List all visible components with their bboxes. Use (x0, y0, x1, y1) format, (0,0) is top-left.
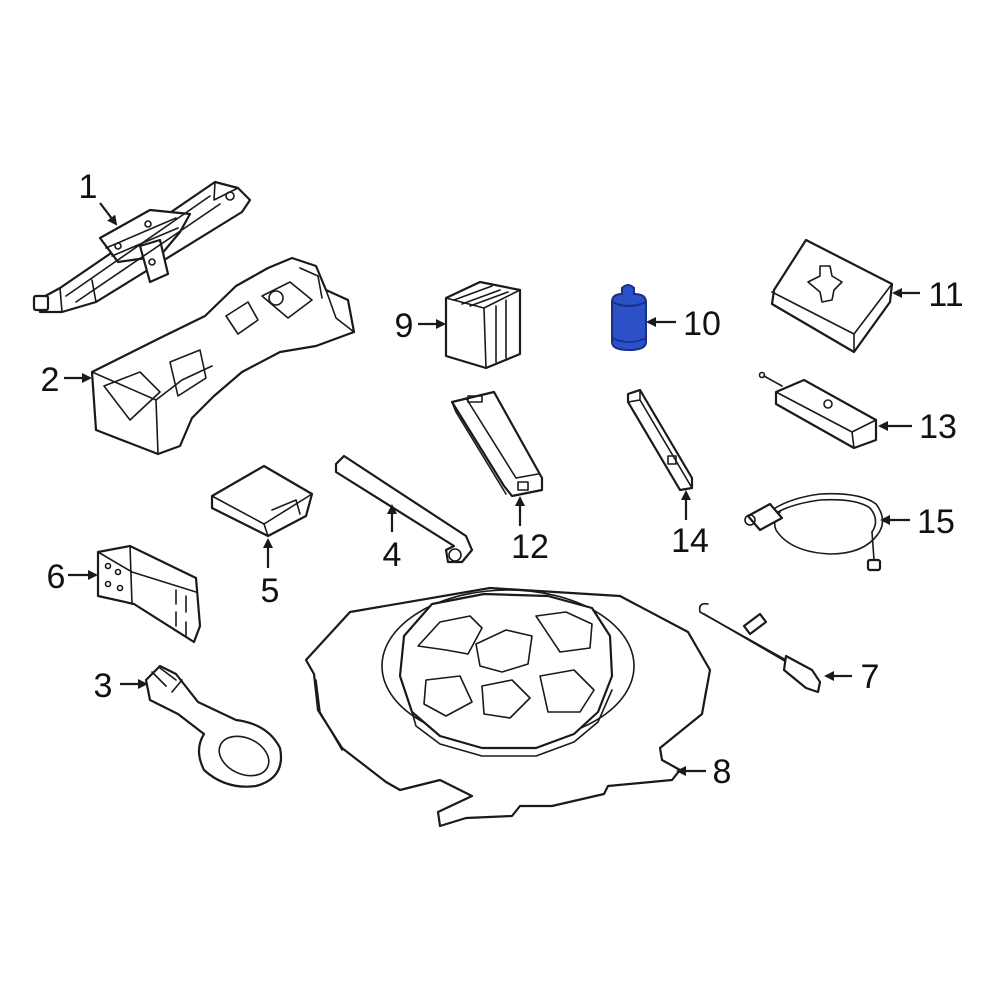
callout-3: 3 (94, 667, 113, 705)
part-1-scissor-jack[interactable] (32, 180, 252, 314)
part-2-tool-tray[interactable] (90, 256, 356, 456)
part-8-floor-board[interactable] (304, 586, 712, 828)
callout-12: 12 (511, 528, 549, 566)
part-6-bracket[interactable] (96, 544, 202, 644)
callout-8: 8 (713, 753, 732, 791)
part-7-jack-handle[interactable] (698, 602, 822, 694)
part-14-tool-bar[interactable] (626, 388, 694, 492)
callout-2: 2 (41, 361, 60, 399)
callout-11: 11 (928, 276, 963, 314)
part-11-first-aid-kit[interactable] (770, 238, 894, 354)
part-4-lug-wrench[interactable] (334, 454, 474, 564)
callout-6: 6 (47, 558, 66, 596)
callout-15: 15 (917, 503, 955, 541)
part-3-tow-hook[interactable] (144, 664, 283, 788)
callout-10: 10 (683, 305, 721, 343)
callout-13: 13 (919, 408, 957, 446)
part-15-air-hose[interactable] (744, 492, 884, 572)
callout-1: 1 (79, 168, 98, 206)
leader-1 (99, 202, 118, 226)
part-13-module[interactable] (758, 371, 878, 450)
callout-5: 5 (261, 572, 280, 610)
part-5-wheel-chock[interactable] (210, 464, 314, 538)
callout-labels: 1 2 3 4 5 6 7 8 9 10 11 12 13 14 15 (41, 168, 964, 791)
part-9-storage-box[interactable] (444, 280, 522, 370)
callout-14: 14 (671, 522, 709, 560)
part-12-tool-case[interactable] (450, 390, 544, 498)
callout-4: 4 (383, 536, 402, 574)
leader-lines (64, 202, 920, 776)
callout-9: 9 (395, 307, 414, 345)
callout-7: 7 (861, 658, 880, 696)
part-10-canister[interactable] (611, 284, 647, 352)
